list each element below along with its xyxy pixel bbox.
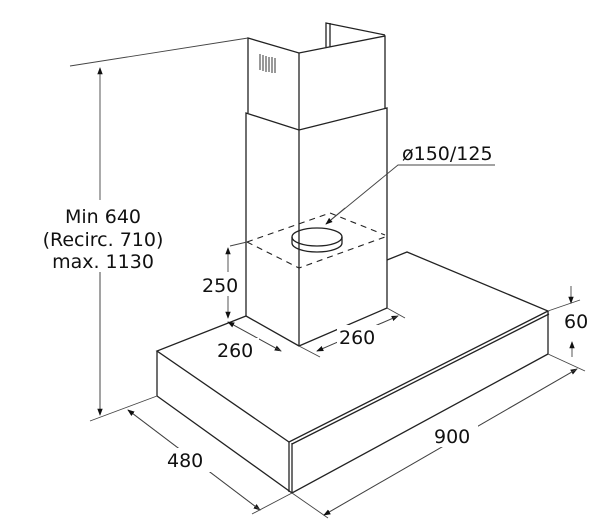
height-label-recirc: (Recirc. 710) <box>43 229 164 251</box>
chimney-width-label: 260 <box>339 327 375 349</box>
chimney-offset-label: 250 <box>202 275 238 297</box>
height-label-min: Min 640 <box>65 206 141 228</box>
duct-diameter-label: ø150/125 <box>402 143 493 165</box>
hood-thickness-label: 60 <box>564 311 588 333</box>
dimension-lines <box>69 37 586 519</box>
vent-grille-icon <box>259 54 276 73</box>
hood-depth-label: 480 <box>167 450 203 472</box>
chimney-upper <box>247 22 386 130</box>
height-label-max: max. 1130 <box>52 251 154 273</box>
chimney-depth-label: 260 <box>217 340 253 362</box>
hood-width-label: 900 <box>434 426 470 448</box>
chimney-lower <box>245 107 388 347</box>
